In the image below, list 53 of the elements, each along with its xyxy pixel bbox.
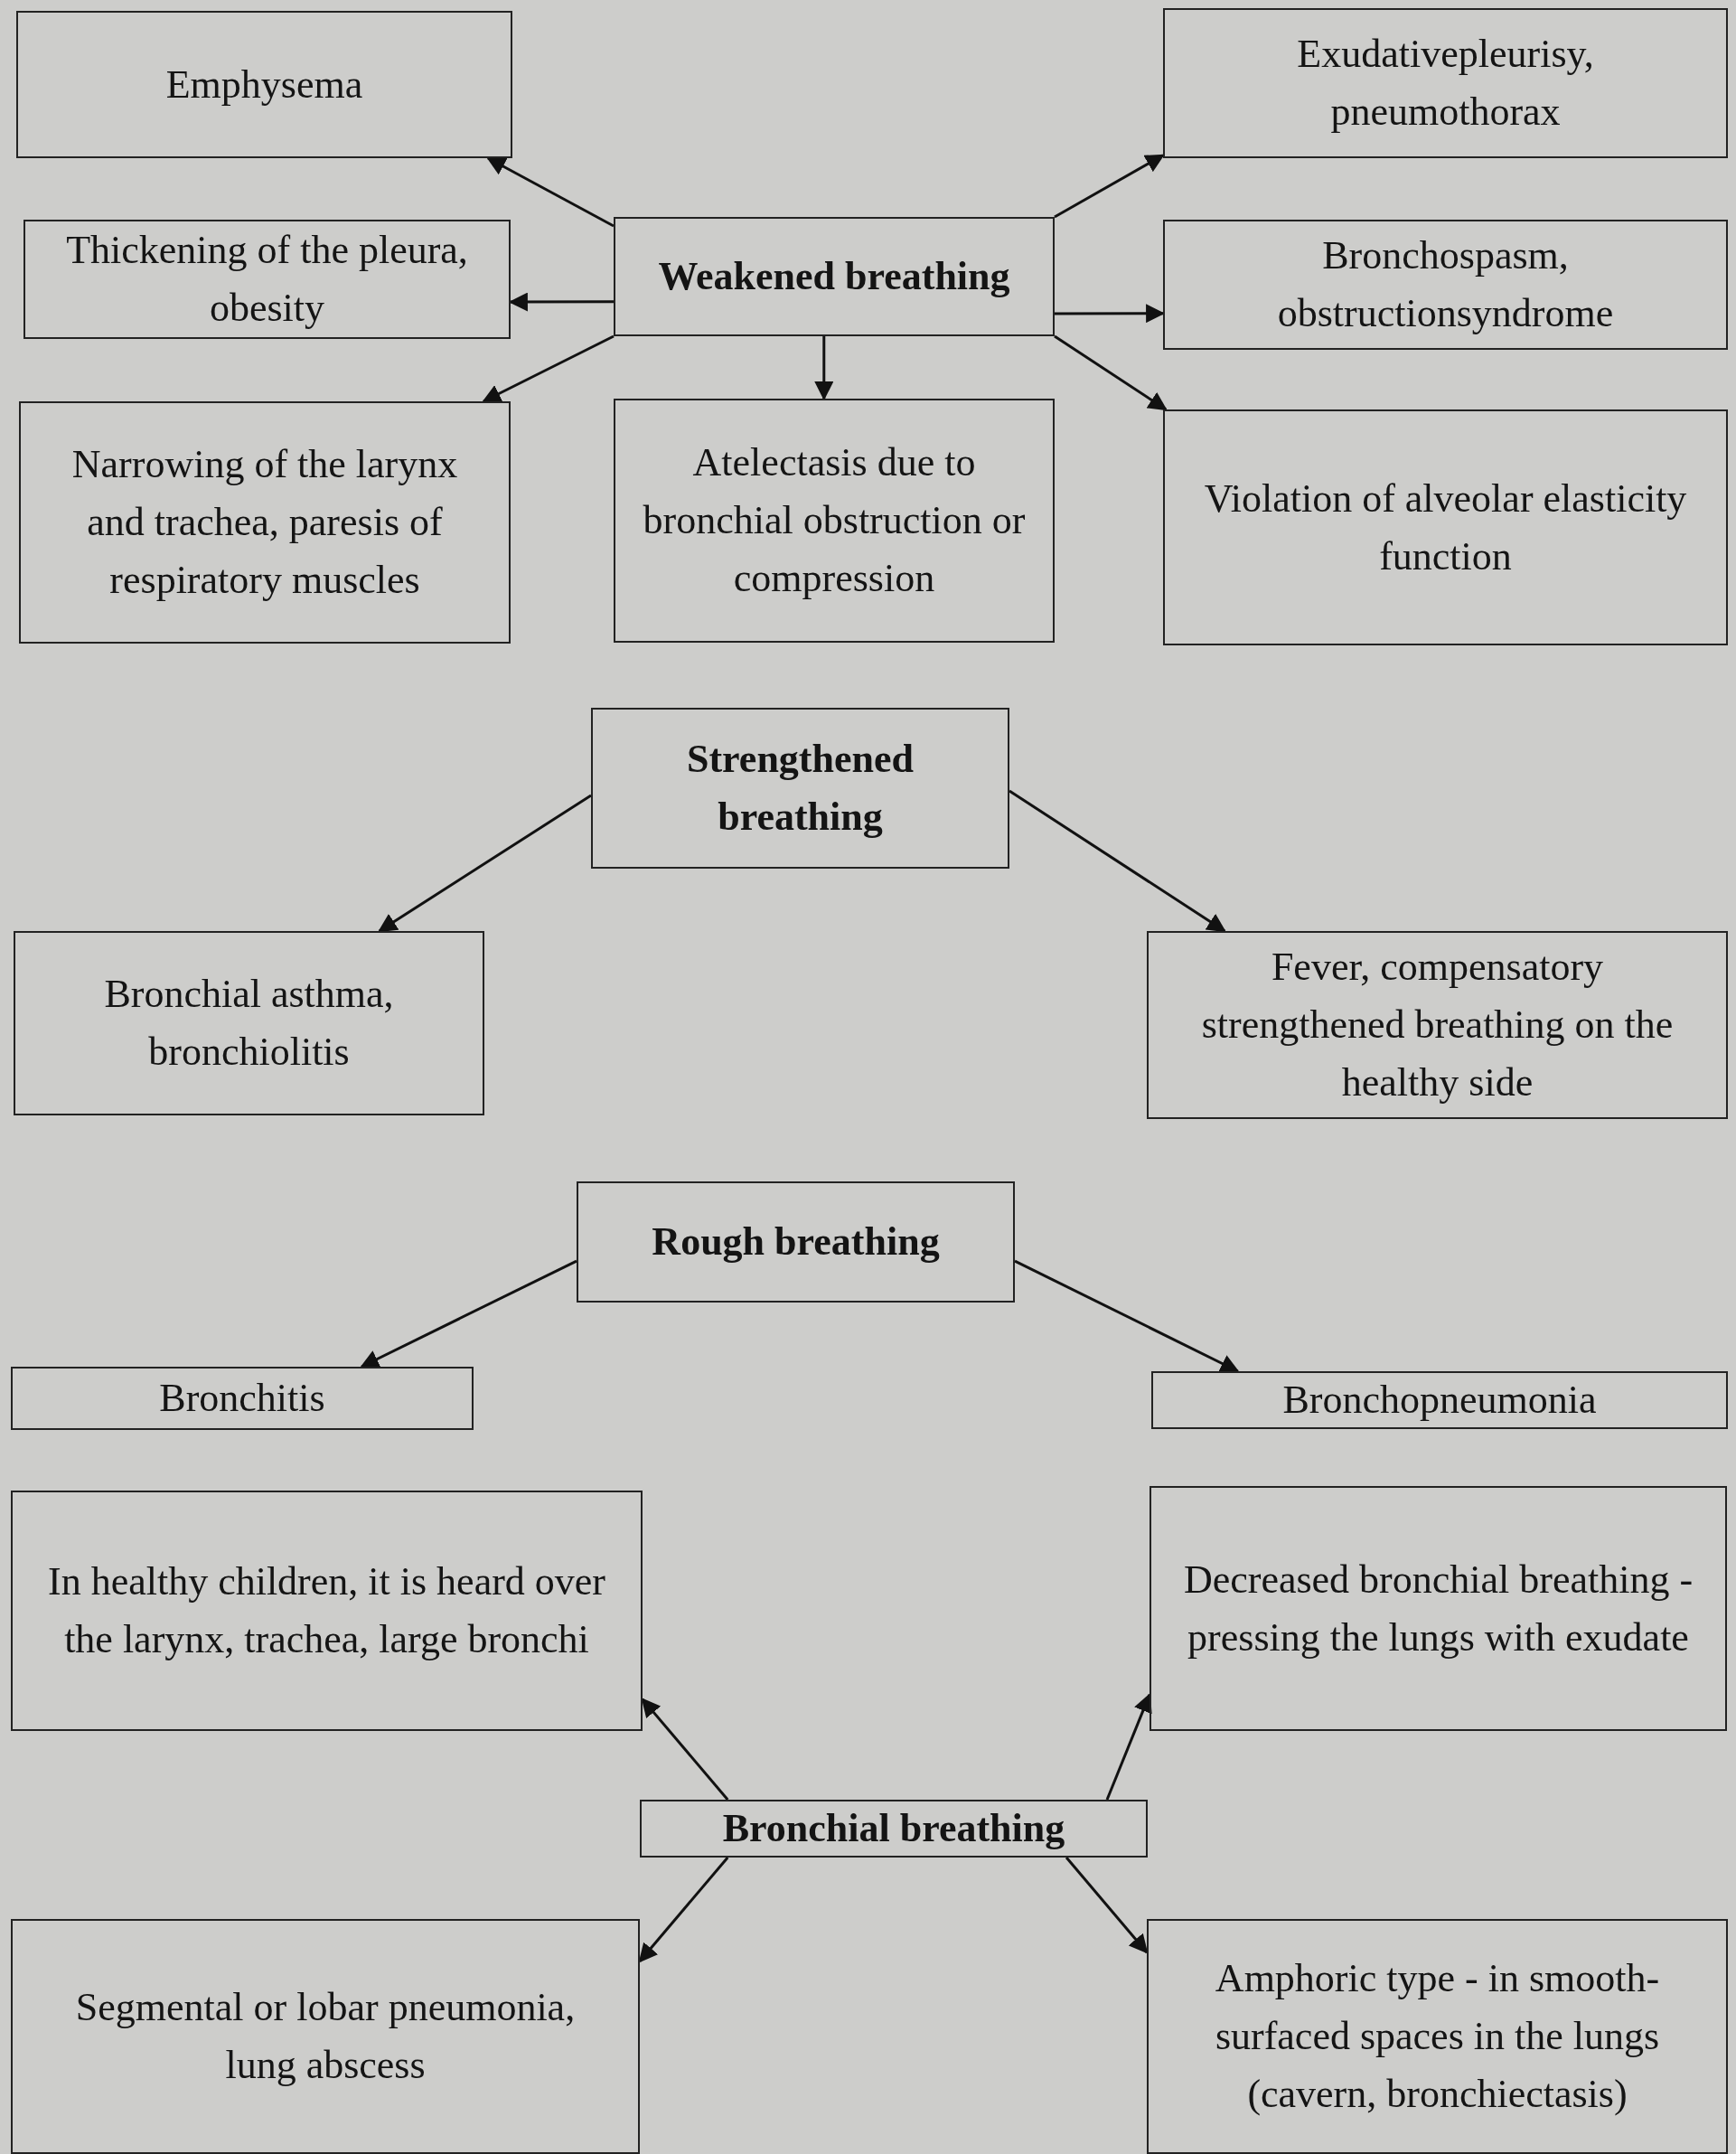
arrow (482, 334, 615, 403)
arrow (1055, 304, 1166, 324)
box-label: Amphoric type - in smooth-surfaced spaces in the lungs (cavern, bronchiectasis) (1214, 1955, 1661, 2118)
condition-box (11, 1367, 474, 1430)
arrow (486, 156, 615, 228)
box-label: Strengthened breathing (686, 736, 915, 841)
condition-box (1147, 1919, 1728, 2154)
arrow (378, 794, 592, 933)
box-label: Bronchospasm, obstructionsyndrome (1276, 232, 1615, 337)
condition-box (1163, 220, 1728, 350)
category-box (614, 217, 1055, 336)
arrow (360, 1259, 577, 1369)
box-label: Exudativepleurisy, pneumothorax (1296, 31, 1595, 136)
arrow (1105, 1692, 1152, 1801)
arrow (1054, 334, 1168, 411)
box-label: In healthy children, it is heard over the larynx, trachea, large bronchi (47, 1558, 606, 1663)
condition-box (19, 401, 511, 644)
condition-box (1163, 8, 1728, 158)
arrow (1054, 154, 1165, 219)
condition-box (14, 931, 484, 1115)
box-label: Thickening of the pleura, obesity (65, 227, 469, 332)
condition-box (1147, 931, 1728, 1119)
box-label: Rough breathing (652, 1218, 940, 1266)
box-label: Emphysema (165, 61, 363, 108)
condition-box (614, 399, 1055, 643)
box-label: Atelectasis due to bronchial obstruction or compression (642, 439, 1027, 602)
arrow (1009, 789, 1226, 933)
condition-box (1151, 1371, 1728, 1429)
box-label: Bronchitis (159, 1375, 325, 1423)
box-label: Narrowing of the larynx and trachea, paresis of respiratory muscles (70, 441, 459, 604)
arrow (508, 292, 614, 312)
box-label: Weakened breathing (658, 253, 1010, 301)
box-label: Decreased bronchial breathing - pressing the lungs with exudate (1182, 1556, 1694, 1661)
arrow (638, 1857, 729, 1963)
box-label: Segmental or lobar pneumonia, lung abscess (74, 1984, 577, 2089)
condition-box (1150, 1486, 1727, 1731)
condition-box (16, 11, 512, 158)
arrow (814, 336, 834, 401)
box-label: Bronchopneumonia (1282, 1377, 1597, 1425)
category-box (577, 1181, 1015, 1303)
category-box (591, 708, 1009, 869)
condition-box (23, 220, 511, 339)
box-label: Bronchial asthma, bronchiolitis (103, 971, 395, 1076)
arrow (641, 1698, 729, 1801)
box-label: Fever, compensatory strengthened breathing on the healthy side (1200, 944, 1675, 1106)
arrow (1014, 1259, 1240, 1373)
box-label: Bronchial breathing (722, 1805, 1065, 1853)
condition-box (11, 1919, 640, 2154)
box-label: Violation of alveolar elasticity function (1203, 475, 1688, 580)
arrow (1065, 1857, 1149, 1954)
condition-box (1163, 409, 1728, 645)
category-box (640, 1800, 1148, 1858)
condition-box (11, 1491, 643, 1731)
